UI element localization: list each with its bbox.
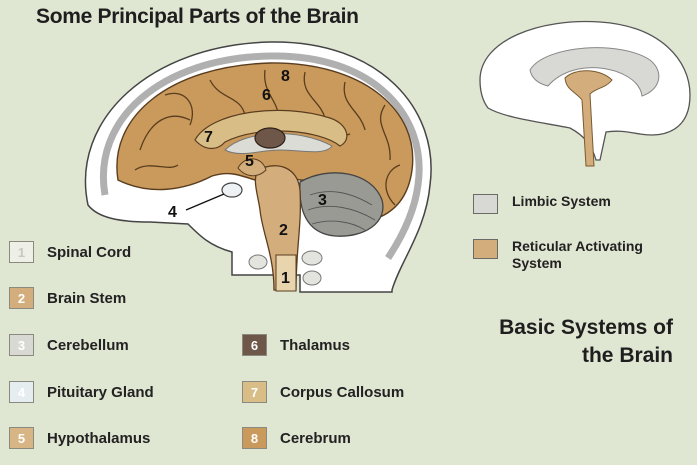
- system-label-reticular-line2: System: [512, 255, 562, 271]
- system-swatch-limbic: [473, 194, 498, 214]
- legend-label-cerebrum: Cerebrum: [280, 429, 351, 447]
- legend-label-brain-stem: Brain Stem: [47, 289, 127, 307]
- systems-brain: [479, 20, 691, 167]
- vertebrae: [248, 250, 323, 286]
- hypothalamus: [237, 158, 267, 177]
- legend-swatch-3: 3: [9, 334, 34, 356]
- diagram-label-5: 5: [245, 153, 254, 170]
- diagram-label-6: 6: [262, 87, 271, 104]
- pituitary-pointer: [185, 193, 225, 211]
- page-title: Some Principal Parts of the Brain: [36, 5, 359, 28]
- system-item-limbic: Limbic System: [473, 193, 611, 214]
- systems-title: Basic Systems of the Brain: [499, 314, 673, 370]
- legend-swatch-1: 1: [9, 241, 34, 263]
- diagram-label-7: 7: [204, 129, 213, 146]
- skull: [100, 52, 423, 260]
- legend-item-brain-stem: 2 Brain Stem: [9, 287, 126, 309]
- diagram-label-3: 3: [318, 192, 327, 209]
- legend-item-hypothalamus: 5 Hypothalamus: [9, 427, 150, 449]
- systems-title-line1: Basic Systems of: [499, 316, 673, 339]
- legend-label-corpus-callosum: Corpus Callosum: [280, 383, 405, 401]
- system-label-limbic: Limbic System: [512, 193, 611, 209]
- legend-item-thalamus: 6 Thalamus: [242, 334, 350, 356]
- system-item-reticular: Reticular Activating System: [473, 238, 643, 272]
- cerebellum: [299, 172, 384, 237]
- legend-label-pituitary: Pituitary Gland: [47, 383, 154, 401]
- legend-swatch-7: 7: [242, 381, 267, 403]
- legend-item-cerebrum: 8 Cerebrum: [242, 427, 351, 449]
- pituitary-gland: [221, 182, 243, 198]
- legend-swatch-5: 5: [9, 427, 34, 449]
- legend-item-spinal-cord: 1 Spinal Cord: [9, 241, 131, 263]
- legend-label-hypothalamus: Hypothalamus: [47, 429, 151, 447]
- legend-swatch-2: 2: [9, 287, 34, 309]
- legend-item-cerebellum: 3 Cerebellum: [9, 334, 129, 356]
- legend-swatch-8: 8: [242, 427, 267, 449]
- diagram-label-8: 8: [281, 68, 290, 85]
- cerebellum-folds: [307, 191, 376, 231]
- legend-swatch-6: 6: [242, 334, 267, 356]
- diagram-label-4: 4: [168, 204, 177, 221]
- legend-swatch-4: 4: [9, 381, 34, 403]
- thalamus: [254, 127, 286, 149]
- system-swatch-reticular: [473, 239, 498, 259]
- legend-item-pituitary: 4 Pituitary Gland: [9, 381, 154, 403]
- legend-label-thalamus: Thalamus: [280, 336, 351, 354]
- spinal-cord: [275, 254, 297, 292]
- system-label-reticular-line1: Reticular Activating: [512, 238, 643, 254]
- diagram-label-2: 2: [279, 222, 288, 239]
- legend-label-spinal-cord: Spinal Cord: [47, 243, 132, 261]
- legend-item-corpus-callosum: 7 Corpus Callosum: [242, 381, 404, 403]
- legend-label-cerebellum: Cerebellum: [47, 336, 129, 354]
- diagram-label-1: 1: [281, 270, 290, 287]
- system-label-reticular: Reticular Activating System: [512, 238, 643, 272]
- systems-title-line2: the Brain: [581, 344, 673, 367]
